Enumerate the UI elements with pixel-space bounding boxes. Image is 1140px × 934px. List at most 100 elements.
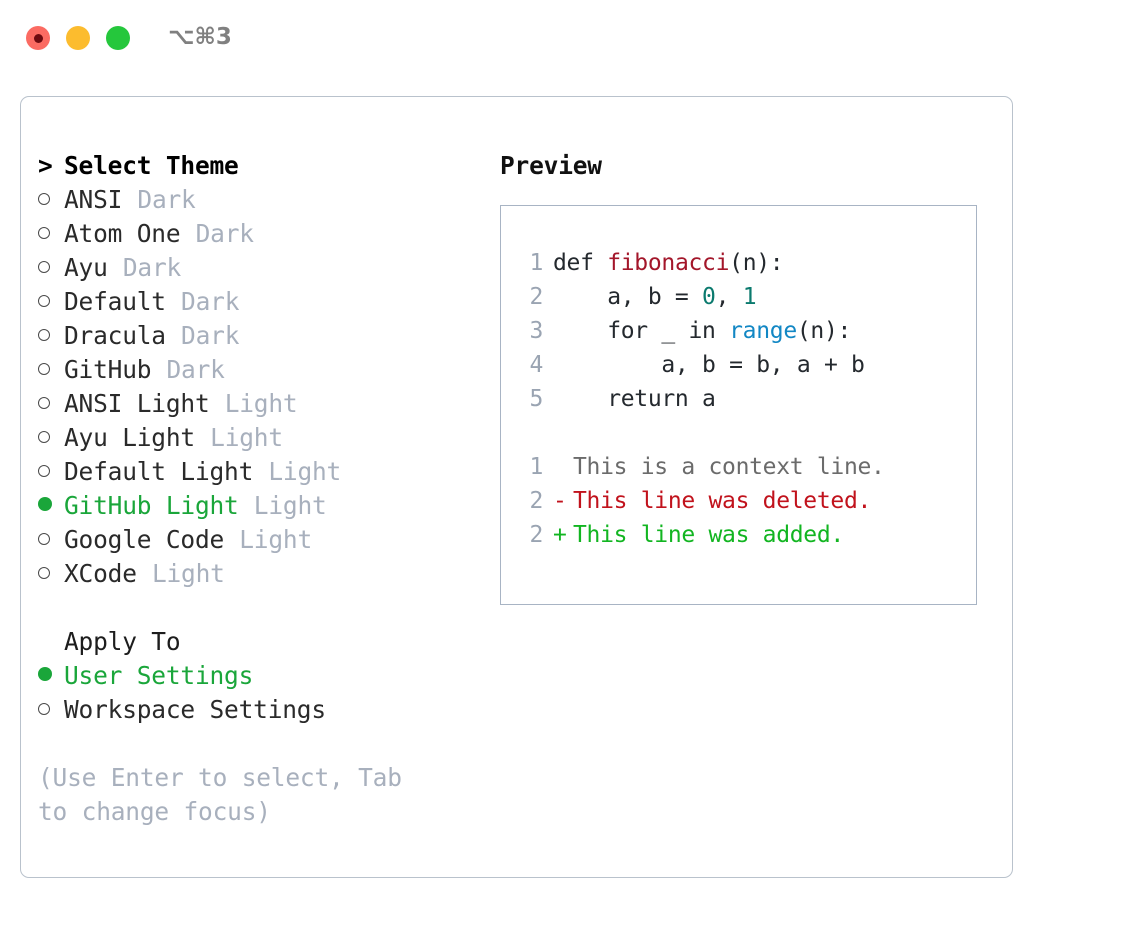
theme-name: Google Code xyxy=(64,525,225,554)
maximize-button[interactable] xyxy=(106,26,130,50)
theme-option-ayu-light[interactable]: Ayu Light Light xyxy=(38,421,478,455)
theme-kind-badge: Light xyxy=(268,457,342,486)
code-line: 4 a, b = b, a + b xyxy=(521,348,976,382)
line-number: 2 xyxy=(529,488,543,514)
theme-option-xcode[interactable]: XCode Light xyxy=(38,557,478,591)
select-theme-title: Select Theme xyxy=(64,151,239,180)
line-number: 2 xyxy=(529,522,543,548)
radio-unselected-icon xyxy=(38,353,64,387)
radio-unselected-icon xyxy=(38,523,64,557)
code-token-call: range xyxy=(729,318,797,344)
theme-name: Atom One xyxy=(64,219,181,248)
diff-text: This line was added. xyxy=(573,522,844,548)
code-token-plain: for _ in xyxy=(553,318,730,344)
theme-kind-badge: Dark xyxy=(181,321,240,350)
apply-to-option-workspace-settings[interactable]: Workspace Settings xyxy=(38,693,478,727)
code-line: 2 a, b = 0, 1 xyxy=(521,280,976,314)
theme-option-github[interactable]: GitHub Dark xyxy=(38,353,478,387)
keyboard-hint-text: (Use Enter to select, Tab to change focu… xyxy=(38,763,402,826)
theme-option-default-light[interactable]: Default Light Light xyxy=(38,455,478,489)
radio-selected-icon xyxy=(38,659,64,693)
radio-unselected-icon xyxy=(38,693,64,727)
title-bar: ⌥⌘3 xyxy=(0,0,1140,76)
theme-kind-badge: Dark xyxy=(195,219,254,248)
theme-name: XCode xyxy=(64,559,137,588)
theme-option-default[interactable]: Default Dark xyxy=(38,285,478,319)
theme-name: GitHub xyxy=(64,355,152,384)
theme-name: Ayu Light xyxy=(64,423,195,452)
line-number: 1 xyxy=(529,454,543,480)
close-button[interactable] xyxy=(26,26,50,50)
line-number: 4 xyxy=(529,352,543,378)
diff-marker xyxy=(553,450,573,484)
radio-unselected-icon xyxy=(38,387,64,421)
theme-name: ANSI Light xyxy=(64,389,210,418)
code-line: 3 for _ in range(n): xyxy=(521,314,976,348)
keyboard-shortcut-label: ⌥⌘3 xyxy=(168,24,232,50)
code-token-num: 1 xyxy=(742,284,757,310)
code-token-plain: , xyxy=(715,284,743,310)
code-token-plain: a, b = xyxy=(553,284,703,310)
apply-to-label: User Settings xyxy=(64,661,254,690)
diff-line-add: 2+This line was added. xyxy=(521,518,976,552)
diff-text: This is a context line. xyxy=(573,454,885,480)
theme-name: Ayu xyxy=(64,253,108,282)
theme-kind-badge: Dark xyxy=(166,355,225,384)
select-theme-header: > Select Theme xyxy=(38,149,478,183)
theme-name: Default Light xyxy=(64,457,254,486)
theme-kind-badge: Light xyxy=(210,423,283,452)
code-token-plain: def xyxy=(553,250,608,276)
theme-name: ANSI xyxy=(64,185,123,214)
radio-unselected-icon xyxy=(38,251,64,285)
theme-kind-badge: Dark xyxy=(181,287,240,316)
diff-sample: 1 This is a context line. 2-This line was… xyxy=(521,450,976,552)
window-controls xyxy=(26,26,130,50)
line-number: 5 xyxy=(529,386,543,412)
theme-option-dracula[interactable]: Dracula Dark xyxy=(38,319,478,353)
code-token-plain: (n): xyxy=(796,318,852,344)
radio-unselected-icon xyxy=(38,183,64,217)
radio-unselected-icon xyxy=(38,217,64,251)
theme-name: Dracula xyxy=(64,321,166,350)
theme-option-ansi-light[interactable]: ANSI Light Light xyxy=(38,387,478,421)
code-token-plain: (n): xyxy=(729,250,784,276)
line-number: 3 xyxy=(529,318,543,344)
radio-unselected-icon xyxy=(38,421,64,455)
code-line: 5 return a xyxy=(521,382,976,416)
theme-kind-badge: Light xyxy=(151,559,225,588)
theme-option-atom-one[interactable]: Atom One Dark xyxy=(38,217,478,251)
code-token-num: 0 xyxy=(702,284,716,310)
apply-to-label: Workspace Settings xyxy=(64,695,326,724)
diff-line-ctx: 1 This is a context line. xyxy=(521,450,976,484)
theme-kind-badge: Light xyxy=(253,491,327,520)
theme-kind-badge: Dark xyxy=(122,253,182,282)
line-number: 2 xyxy=(529,284,543,310)
code-token-func: fibonacci xyxy=(607,250,730,276)
diff-text: This line was deleted. xyxy=(573,488,872,514)
apply-to-title: Apply To xyxy=(64,627,181,656)
radio-selected-icon xyxy=(38,489,64,523)
preview-title: Preview xyxy=(500,151,602,180)
theme-kind-badge: Light xyxy=(224,389,298,418)
radio-unselected-icon xyxy=(38,319,64,353)
code-diff-spacer xyxy=(521,416,976,450)
apply-to-option-user-settings[interactable]: User Settings xyxy=(38,659,478,693)
minimize-button[interactable] xyxy=(66,26,90,50)
theme-name: Default xyxy=(64,287,166,316)
diff-marker: - xyxy=(553,488,567,514)
theme-option-ayu[interactable]: Ayu Dark xyxy=(38,251,478,285)
caret-icon: > xyxy=(38,151,53,180)
radio-unselected-icon xyxy=(38,557,64,591)
